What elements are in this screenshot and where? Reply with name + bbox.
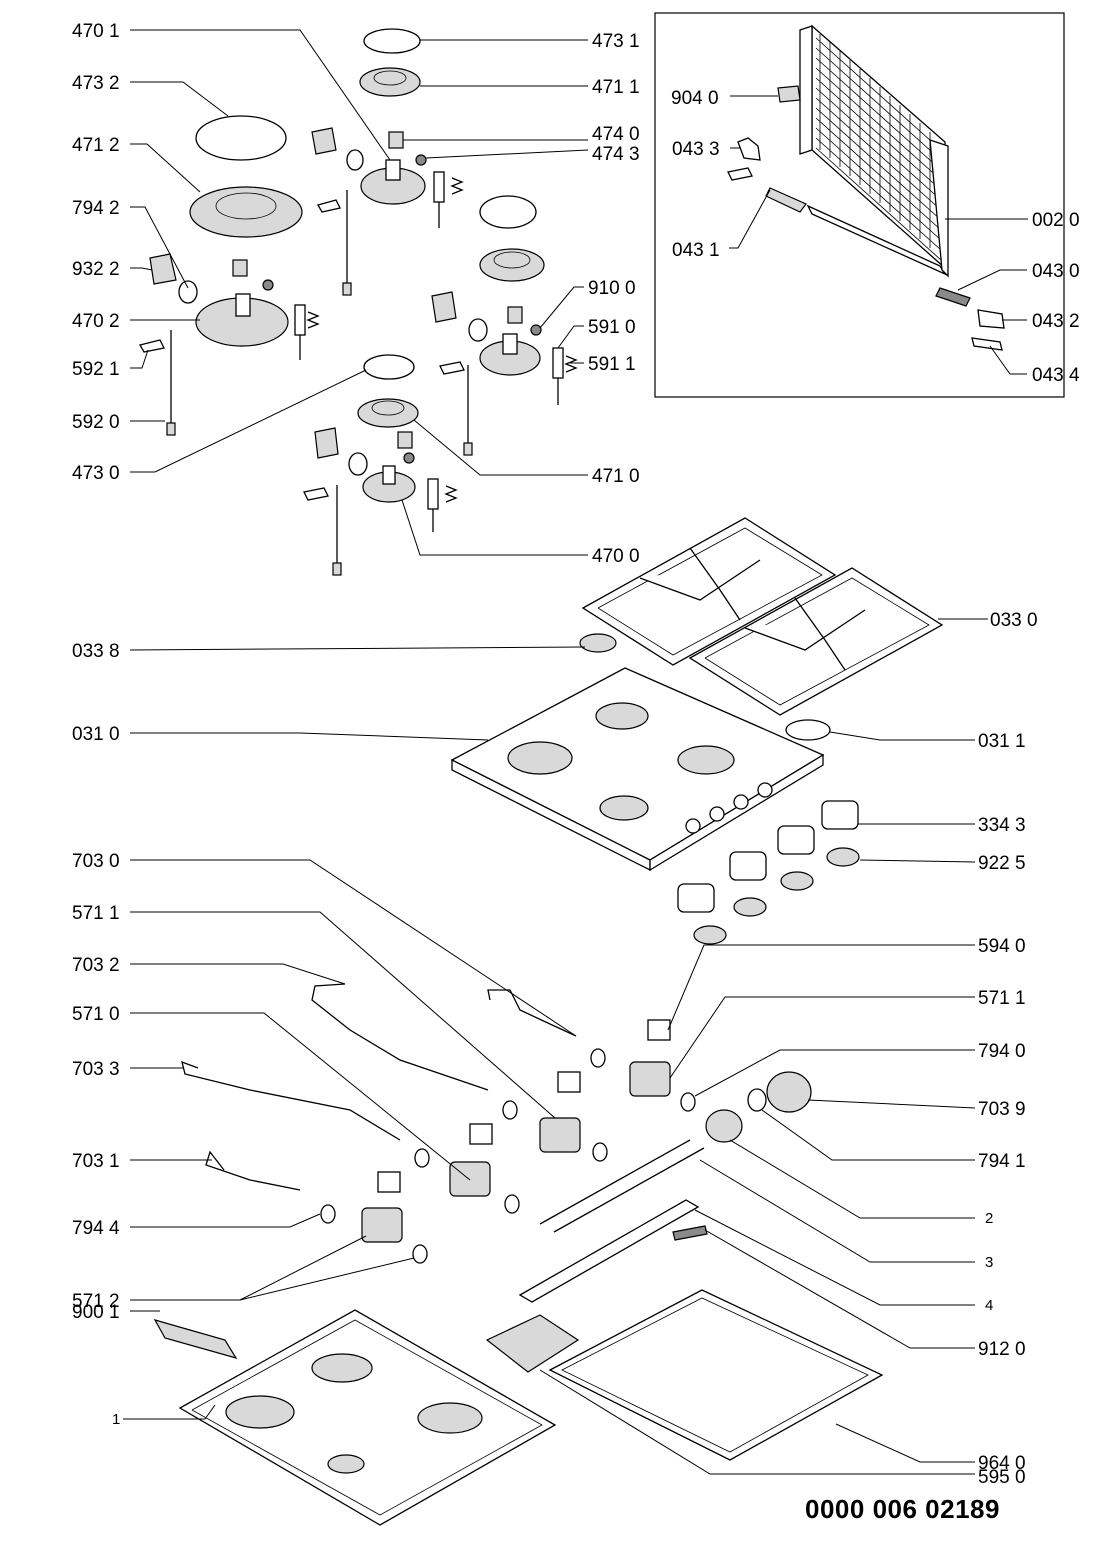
part-label-910-0: 910 0 <box>588 278 636 299</box>
inset-leaders <box>729 95 1028 375</box>
part-label-703-9: 703 9 <box>978 1099 1026 1120</box>
part-labels: 470 1 473 1 473 2 471 1 474 0 474 3 471 … <box>72 21 1038 1488</box>
inset-label-043-4: 043 4 <box>1032 365 1080 386</box>
part-label-571-1-right: 571 1 <box>978 988 1026 1009</box>
ignition-electrodes <box>294 171 578 532</box>
seals-and-fittings <box>320 1048 812 1264</box>
inset-label-043-2: 043 2 <box>1032 311 1080 332</box>
part-label-471-2: 471 2 <box>72 135 120 156</box>
part-label-471-1: 471 1 <box>592 77 640 98</box>
part-label-703-2: 703 2 <box>72 955 120 976</box>
part-label-594-0: 594 0 <box>978 936 1026 957</box>
part-label-595-0: 595 0 <box>978 1467 1026 1488</box>
grille-panel <box>799 24 949 278</box>
part-label-912-0: 912 0 <box>978 1339 1026 1360</box>
part-label-473-2: 473 2 <box>72 73 120 94</box>
thermocouples <box>139 190 473 576</box>
base-tray <box>178 1309 557 1526</box>
part-label-571-1-left: 571 1 <box>72 903 120 924</box>
inset-panel: 904 0 043 3 002 0 043 1 043 0 043 2 043 … <box>654 12 1080 398</box>
part-label-470-2: 470 2 <box>72 311 120 332</box>
part-label-031-0: 031 0 <box>72 724 120 745</box>
gas-taps <box>361 1019 671 1243</box>
part-label-571-0: 571 0 <box>72 1004 120 1025</box>
inset-label-904-0: 904 0 <box>671 88 719 109</box>
part-label-964-0: 964 0 <box>978 1453 1026 1474</box>
hob-top-plate <box>450 633 831 872</box>
part-label-1: 1 <box>112 1411 120 1428</box>
part-label-471-0: 471 0 <box>592 466 640 487</box>
part-label-794-1: 794 1 <box>978 1151 1026 1172</box>
part-label-470-1: 470 1 <box>72 21 120 42</box>
gasket <box>548 1289 884 1461</box>
document-number: 0000 006 02189 <box>805 1494 1000 1524</box>
part-label-794-0: 794 0 <box>978 1041 1026 1062</box>
pan-supports <box>581 517 944 716</box>
part-label-033-8: 033 8 <box>72 641 120 662</box>
part-label-033-0: 033 0 <box>990 610 1038 631</box>
burner-bodies <box>195 159 541 503</box>
part-label-591-1: 591 1 <box>588 354 636 375</box>
part-label-2: 2 <box>985 1210 993 1227</box>
part-label-474-0: 474 0 <box>592 124 640 145</box>
part-label-4: 4 <box>985 1297 993 1314</box>
inset-small-parts <box>727 85 1005 351</box>
burner-heads <box>189 67 545 428</box>
part-label-592-1: 592 1 <box>72 359 120 380</box>
part-label-474-3: 474 3 <box>592 144 640 165</box>
part-label-591-0: 591 0 <box>588 317 636 338</box>
part-label-703-0: 703 0 <box>72 851 120 872</box>
inset-label-043-1: 043 1 <box>672 240 720 261</box>
part-label-031-1: 031 1 <box>978 731 1026 752</box>
part-label-932-2: 932 2 <box>72 259 120 280</box>
knobs <box>677 800 860 945</box>
clips-and-rings <box>149 127 488 476</box>
part-label-3: 3 <box>985 1254 993 1271</box>
part-label-794-4: 794 4 <box>72 1218 120 1239</box>
inset-label-043-0: 043 0 <box>1032 261 1080 282</box>
part-label-794-2: 794 2 <box>72 198 120 219</box>
part-label-473-1: 473 1 <box>592 31 640 52</box>
inset-label-043-3: 043 3 <box>672 139 720 160</box>
part-label-703-1: 703 1 <box>72 1151 120 1172</box>
part-label-592-0: 592 0 <box>72 412 120 433</box>
gas-pipes <box>181 983 705 1233</box>
part-label-703-3: 703 3 <box>72 1059 120 1080</box>
leader-lines <box>123 29 988 1475</box>
inset-label-002-0: 002 0 <box>1032 210 1080 231</box>
part-label-900-1: 900 1 <box>72 1302 120 1323</box>
injectors-and-screws <box>232 131 542 464</box>
brackets <box>153 1199 708 1373</box>
part-label-473-0: 473 0 <box>72 463 120 484</box>
part-label-470-0: 470 0 <box>592 546 640 567</box>
part-label-571-2: 571 2 <box>72 1291 120 1312</box>
burner-caps <box>195 28 537 380</box>
part-label-922-5: 922 5 <box>978 853 1026 874</box>
part-label-334-3: 334 3 <box>978 815 1026 836</box>
